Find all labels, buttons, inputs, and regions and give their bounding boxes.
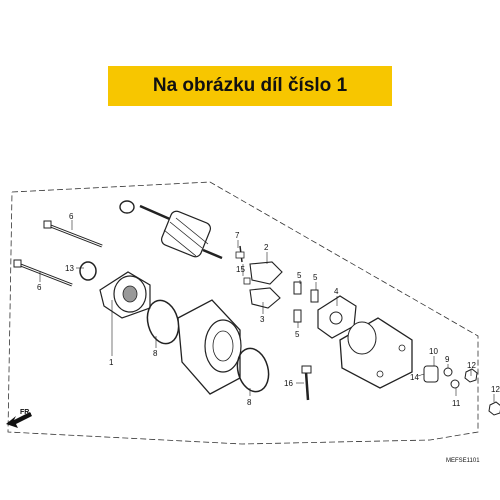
snap-ring (119, 200, 135, 214)
label-5-a: 5 (297, 271, 302, 280)
rear-cover (99, 271, 151, 319)
label-4: 4 (334, 287, 339, 296)
drawing-code: MEFSE1101 (446, 458, 480, 464)
label-8-upper: 8 (153, 349, 158, 358)
label-2: 2 (264, 243, 269, 252)
front-direction-arrow: FR. (6, 409, 32, 428)
armature (139, 204, 223, 260)
label-5-b: 5 (313, 273, 318, 282)
direction-label: FR. (20, 409, 31, 416)
label-3: 3 (260, 315, 265, 324)
label-1: 1 (109, 358, 114, 367)
label-10: 10 (429, 347, 438, 356)
washer-b (450, 379, 460, 389)
label-6-upper: 6 (69, 212, 74, 221)
label-8-lower: 8 (247, 398, 252, 407)
brush-holder (235, 245, 283, 309)
label-11: 11 (452, 399, 461, 408)
label-12-lower: 12 (491, 385, 500, 394)
front-bracket (339, 317, 413, 389)
bolt-lower (13, 259, 73, 287)
terminal-insulator (423, 365, 439, 383)
o-ring-small (79, 261, 97, 281)
o-ring-lower (236, 347, 270, 393)
label-12-upper: 12 (467, 361, 476, 370)
leader-lines (39, 220, 495, 402)
spring-a (293, 281, 302, 295)
spring-b (310, 289, 319, 303)
spring-c (293, 309, 302, 323)
part-number-banner: Na obrázku díl číslo 1 (108, 66, 392, 106)
label-5-c: 5 (295, 330, 300, 339)
nut-lower (488, 401, 500, 416)
label-9: 9 (445, 355, 450, 364)
label-15: 15 (236, 265, 245, 274)
label-16: 16 (284, 379, 293, 388)
bolt-upper (43, 220, 103, 248)
label-13: 13 (65, 264, 74, 273)
label-7: 7 (235, 231, 240, 240)
frame-outline (7, 181, 479, 445)
yoke-housing (177, 299, 242, 395)
label-6-lower: 6 (37, 283, 42, 292)
washer-a (443, 367, 453, 377)
banner-text: Na obrázku díl číslo 1 (152, 75, 348, 96)
mounting-bolt (301, 365, 312, 401)
label-14: 14 (410, 373, 419, 382)
